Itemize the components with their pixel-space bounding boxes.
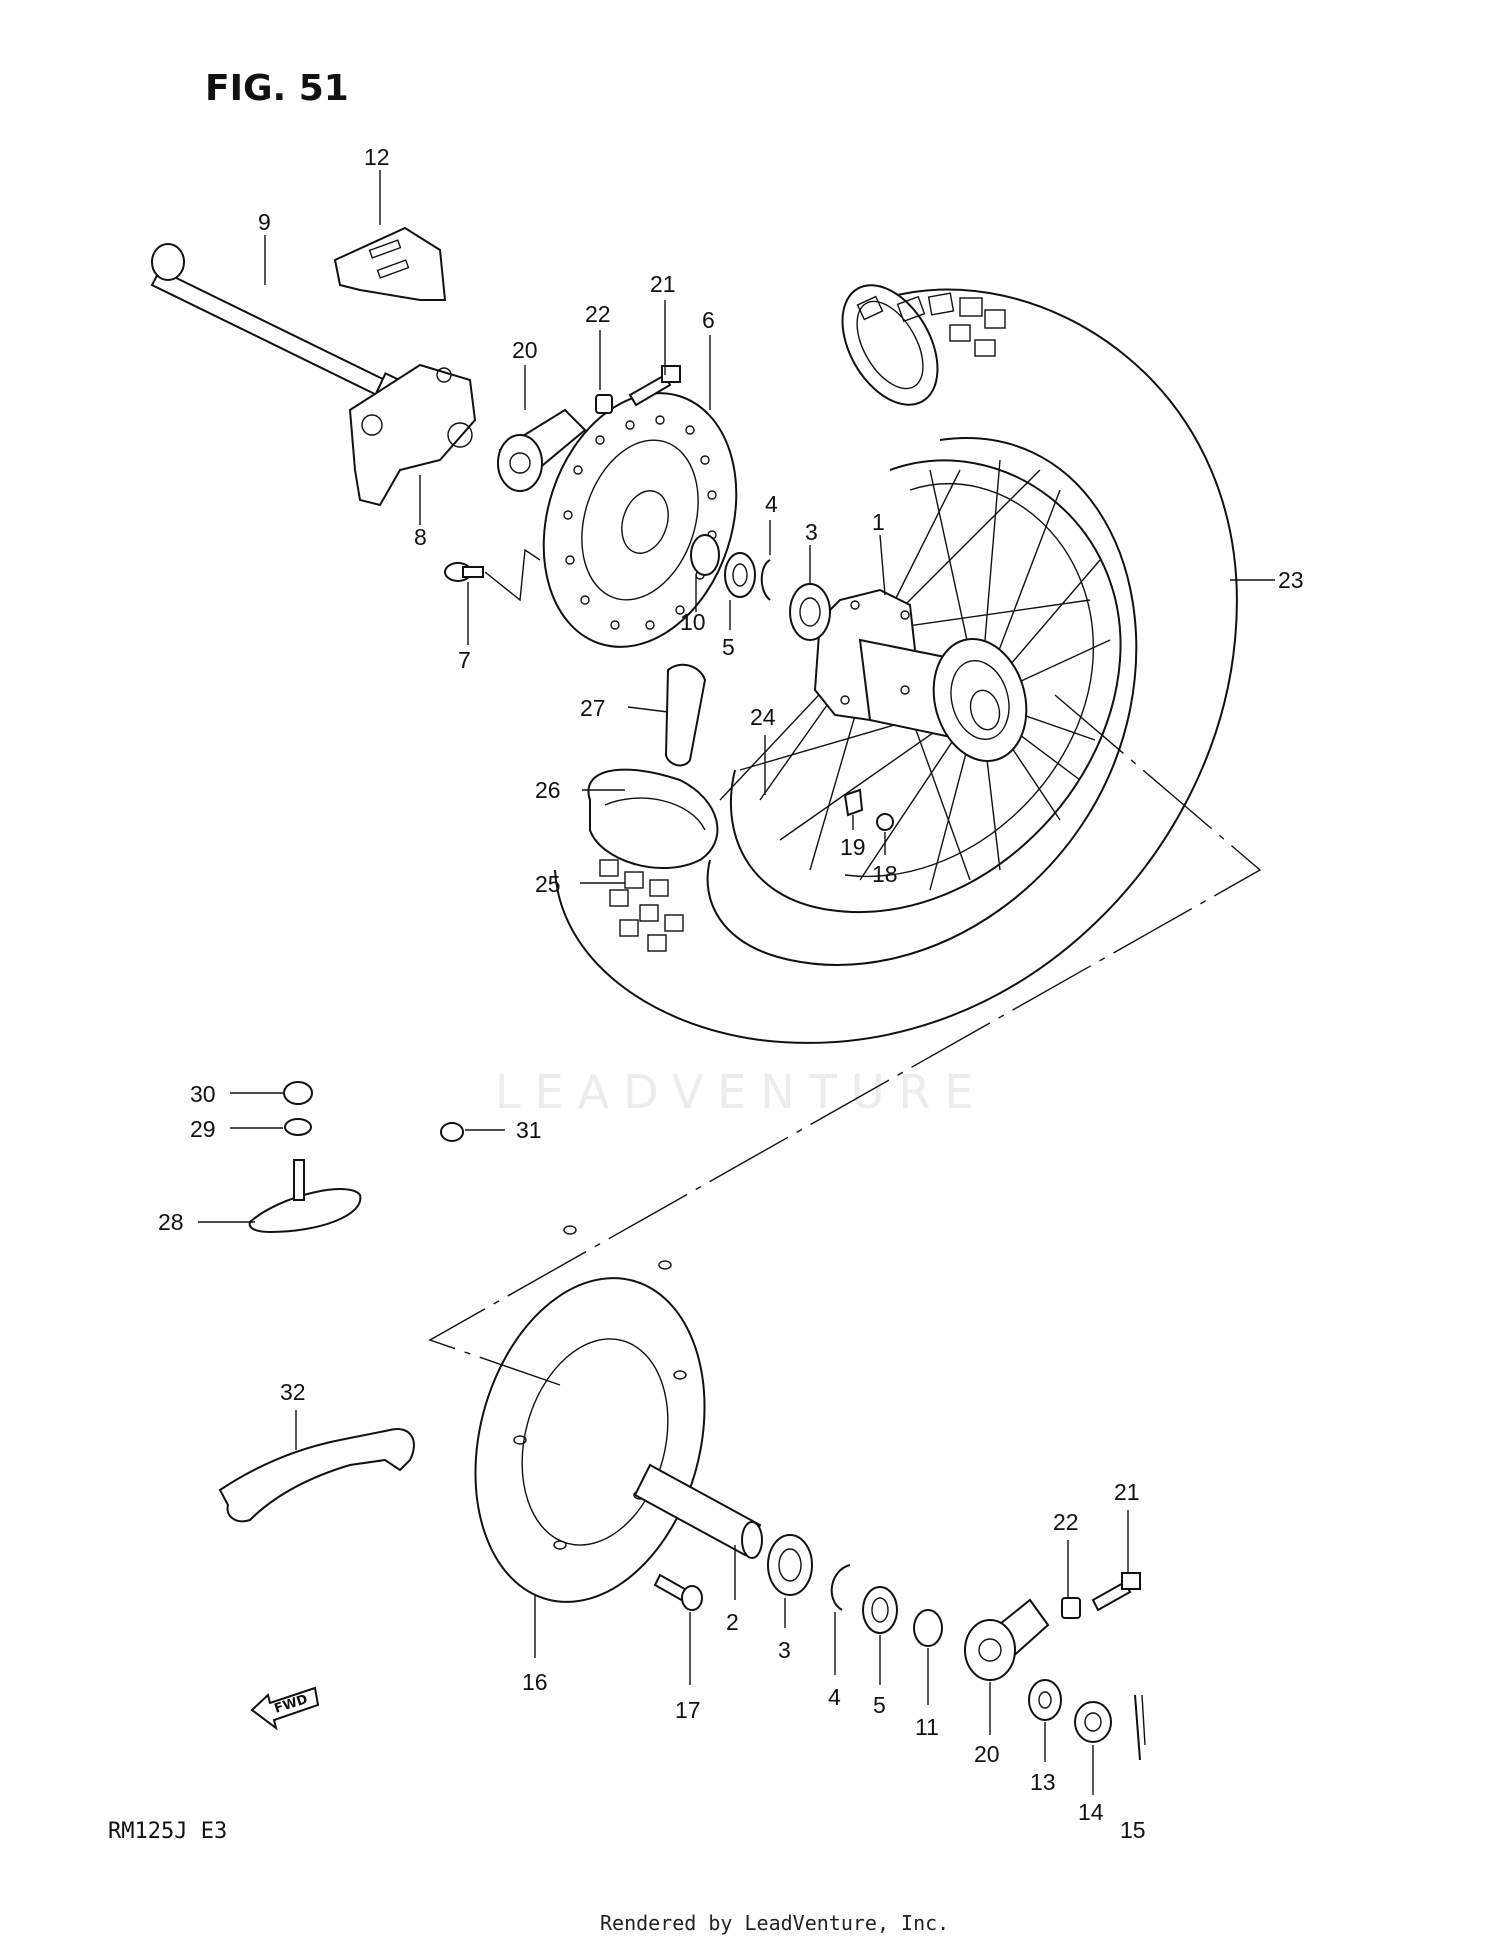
tire-illustration xyxy=(554,284,1238,1044)
part-label-17: 17 xyxy=(675,1697,701,1723)
part-label-32: 32 xyxy=(280,1379,306,1405)
nut-22-top-illustration xyxy=(595,394,613,414)
part-label-20-bottom: 20 xyxy=(974,1741,1000,1767)
part-label-1: 1 xyxy=(872,509,885,535)
part-label-9: 9 xyxy=(258,209,271,235)
rim-lock-illustration xyxy=(248,1159,362,1234)
part-label-26: 26 xyxy=(535,777,561,803)
part-label-25: 25 xyxy=(535,871,561,897)
circlip-4-bottom-illustration xyxy=(830,1564,851,1611)
hub-illustration xyxy=(813,588,1028,763)
washer-13-illustration xyxy=(1028,1679,1062,1721)
part-label-11: 11 xyxy=(915,1714,939,1740)
watermark: LEADVENTURE xyxy=(495,1065,988,1119)
leader-lines xyxy=(198,170,1275,1795)
part-label-18: 18 xyxy=(872,861,898,887)
axle-nut-14-illustration xyxy=(1074,1701,1112,1743)
bolt-7-illustration xyxy=(444,548,541,602)
assembly-guide-line xyxy=(428,694,1262,1386)
part-label-19: 19 xyxy=(840,834,866,860)
part-number-labels: 12 9 20 21 22 6 4 3 1 23 8 7 10 5 27 24 … xyxy=(158,144,1304,1843)
part-label-12: 12 xyxy=(364,144,390,170)
spoke-wrench-illustration xyxy=(218,1428,415,1523)
part-label-6: 6 xyxy=(702,307,715,333)
part-label-5-top: 5 xyxy=(722,634,735,660)
part-label-20-top: 20 xyxy=(512,337,538,363)
fwd-arrow-icon: FWD xyxy=(250,1686,320,1731)
valve-cap-31-illustration xyxy=(440,1122,464,1142)
cotter-pin-15-illustration xyxy=(1134,1694,1146,1761)
part-label-4-top: 4 xyxy=(765,491,778,517)
part-label-24: 24 xyxy=(750,704,776,730)
part-label-16: 16 xyxy=(522,1669,548,1695)
axle-spacer-2-illustration xyxy=(633,1463,763,1559)
bolt-21-top-illustration xyxy=(628,365,681,407)
part-label-22-top: 22 xyxy=(585,301,611,327)
bearing-3-top-illustration xyxy=(789,583,831,641)
spacer-10-illustration xyxy=(690,534,720,576)
part-label-15: 15 xyxy=(1120,1817,1146,1843)
part-label-13: 13 xyxy=(1030,1769,1056,1795)
bolt-21-bottom-illustration xyxy=(1091,1572,1141,1612)
part-label-30: 30 xyxy=(190,1081,216,1107)
oil-seal-5-bottom-illustration xyxy=(862,1586,898,1634)
part-label-8: 8 xyxy=(414,524,427,550)
part-label-2: 2 xyxy=(726,1609,739,1635)
part-label-3-top: 3 xyxy=(805,519,818,545)
nut-30-illustration xyxy=(283,1081,313,1105)
footer-credit: Rendered by LeadVenture, Inc. xyxy=(600,1911,949,1935)
model-code: RM125J E3 xyxy=(108,1819,227,1844)
disc-guard-illustration xyxy=(333,226,447,301)
figure-title: FIG. 51 xyxy=(205,68,349,109)
part-label-21-top: 21 xyxy=(650,271,676,297)
part-label-31: 31 xyxy=(516,1117,542,1143)
part-label-4-bottom: 4 xyxy=(828,1684,841,1710)
part-label-22-bottom: 22 xyxy=(1053,1509,1079,1535)
part-label-23: 23 xyxy=(1278,567,1304,593)
part-label-27: 27 xyxy=(580,695,606,721)
nut-22-bottom-illustration xyxy=(1061,1597,1081,1619)
part-label-14: 14 xyxy=(1078,1799,1104,1825)
spoke-nipple-18-illustration xyxy=(876,813,894,831)
spoke-nipple-19-illustration xyxy=(843,788,864,817)
spacer-11-illustration xyxy=(913,1609,943,1647)
part-label-3-bottom: 3 xyxy=(778,1637,791,1663)
part-label-28: 28 xyxy=(158,1209,184,1235)
circlip-4-illustration xyxy=(760,559,771,601)
oil-seal-5-illustration xyxy=(724,552,756,598)
washer-29-illustration xyxy=(284,1118,312,1136)
part-label-29: 29 xyxy=(190,1116,216,1142)
caliper-bracket-illustration xyxy=(348,363,477,507)
part-label-7: 7 xyxy=(458,647,471,673)
part-label-21-bottom: 21 xyxy=(1114,1479,1140,1505)
part-label-10: 10 xyxy=(680,609,706,635)
chain-adjuster-bottom-illustration xyxy=(964,1598,1050,1681)
sprocket-illustration xyxy=(474,1225,706,1603)
bolt-17-illustration xyxy=(653,1573,703,1611)
part-label-5-bottom: 5 xyxy=(873,1692,886,1718)
chain-adjuster-top-illustration xyxy=(497,408,587,492)
bearing-3-bottom-illustration xyxy=(767,1534,813,1596)
